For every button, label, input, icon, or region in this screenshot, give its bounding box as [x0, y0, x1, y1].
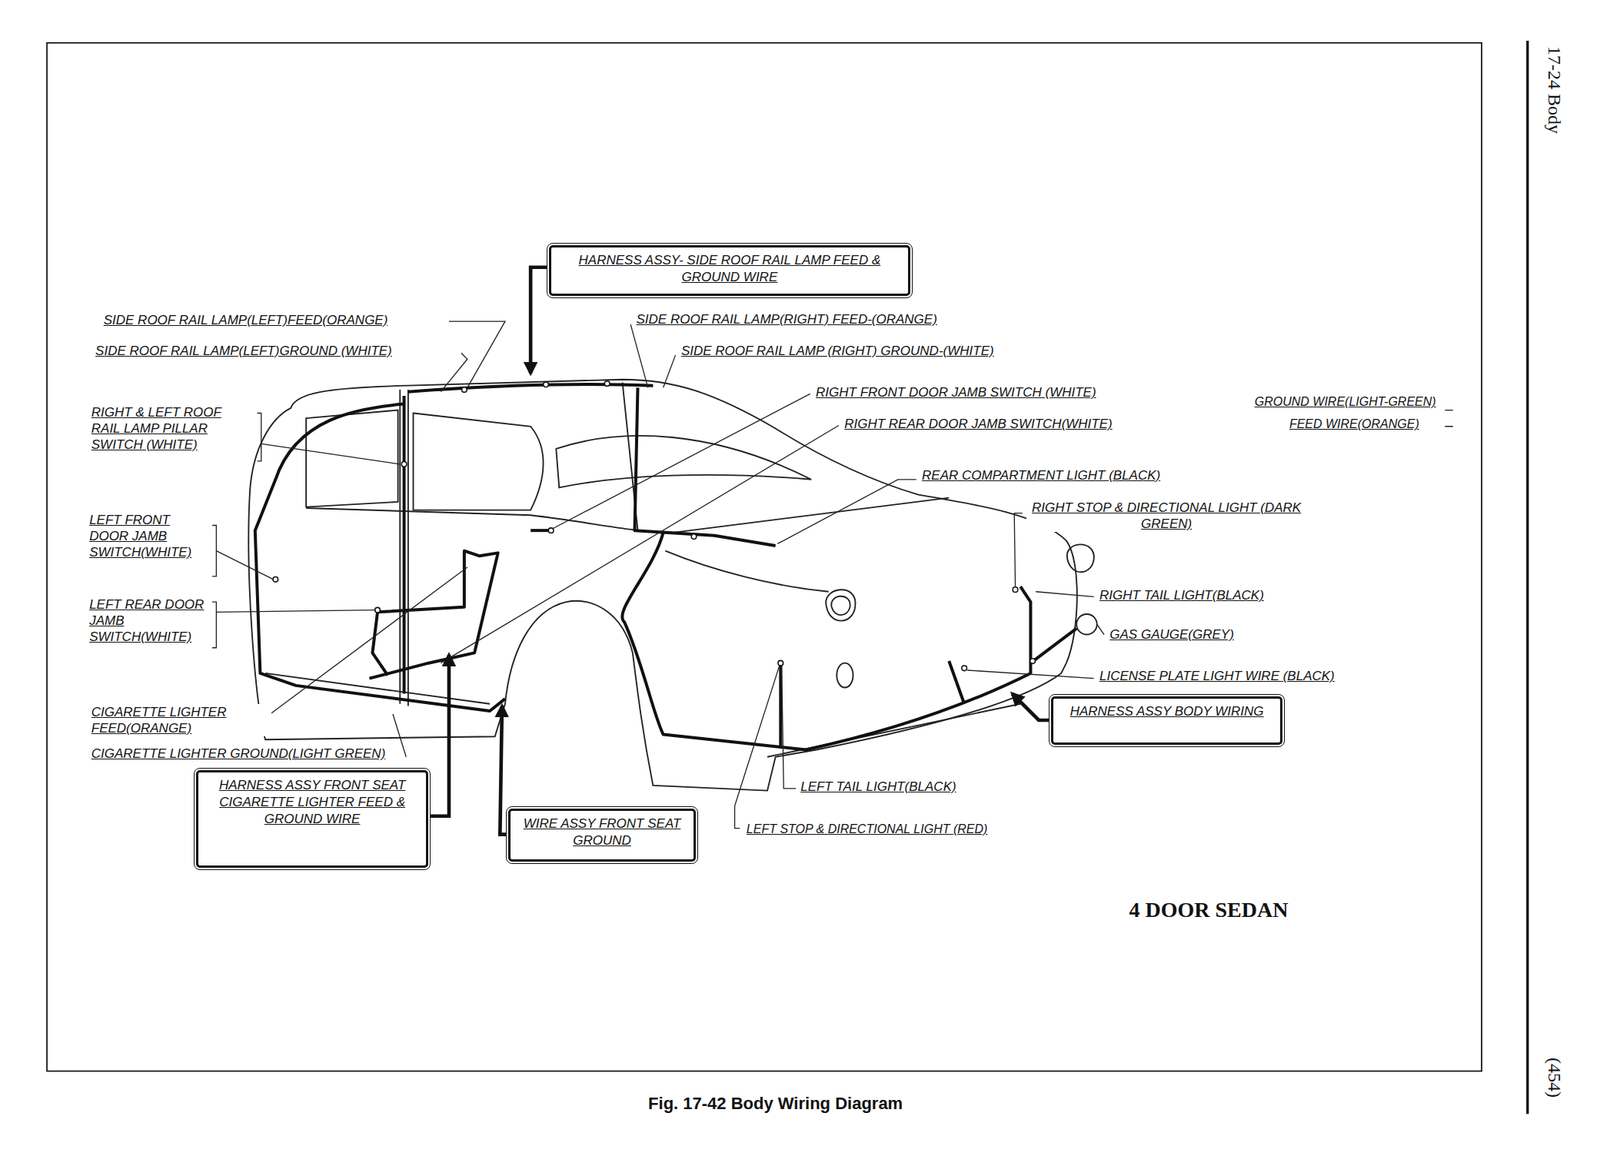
part-label: RIGHT FRONT DOOR JAMB SWITCH (WHITE) — [814, 384, 1098, 401]
wire-connector-dots — [1012, 587, 1018, 593]
wire-connector-dots — [778, 660, 784, 666]
part-label: RIGHT TAIL LIGHT(BLACK) — [1097, 587, 1266, 604]
wire-connector-dots — [961, 665, 968, 672]
leader-line — [1444, 410, 1454, 427]
leader-line — [735, 665, 780, 829]
callout-text: WIRE ASSY FRONT SEAT GROUND — [518, 815, 686, 850]
callout-arrow — [499, 705, 506, 835]
wiring-harness — [255, 404, 506, 712]
leader-line — [1097, 624, 1105, 635]
car-body-outline — [825, 589, 855, 621]
part-label: SIDE ROOF RAIL LAMP (RIGHT) GROUND-(WHIT… — [679, 342, 996, 360]
part-label: LEFT REAR DOOR JAMB SWITCH(WHITE) — [87, 596, 213, 646]
car-body-outline — [555, 435, 812, 488]
leader-line — [781, 665, 797, 789]
page-frame — [1526, 40, 1529, 1115]
leader-line — [630, 324, 649, 388]
figure-caption: Fig. 17-42 Body Wiring Diagram — [648, 1094, 903, 1115]
leader-line — [256, 413, 400, 465]
part-label: REAR COMPARTMENT LIGHT (BLACK) — [920, 467, 1162, 484]
wire-connector-dots — [548, 528, 554, 534]
wiring-harness — [634, 387, 776, 546]
page-frame — [46, 40, 1528, 1115]
car-body-outline — [248, 379, 1077, 792]
wire-connector-dots — [462, 387, 468, 393]
part-label: SIDE ROOF RAIL LAMP(RIGHT) FEED-(ORANGE) — [634, 311, 939, 328]
car-body-outline — [399, 389, 409, 706]
wiring-harness — [408, 384, 654, 393]
page-header: (454) — [1544, 1056, 1565, 1100]
wire-connector-dots — [543, 382, 549, 388]
leader-line — [967, 670, 1095, 679]
car-body-outline — [1067, 544, 1095, 573]
callout-box: HARNESS ASSY FRONT SEAT CIGARETTE LIGHTE… — [196, 770, 430, 869]
callout-text: HARNESS ASSY- SIDE ROOF RAIL LAMP FEED &… — [558, 252, 901, 287]
wiring-harness — [622, 532, 1031, 751]
wire-connector-dots — [604, 381, 610, 387]
car-body-outline — [836, 663, 853, 689]
part-label: LEFT FRONT DOOR JAMB SWITCH(WHITE) — [87, 512, 213, 561]
callout-text: HARNESS ASSY FRONT SEAT CIGARETTE LIGHTE… — [206, 777, 420, 829]
part-label: FEED WIRE(ORANGE) — [1287, 415, 1421, 433]
car-body-outline — [665, 551, 829, 593]
leader-line — [212, 602, 376, 649]
wire-connector-dots — [375, 607, 381, 613]
part-label: RIGHT & LEFT ROOF RAIL LAMP PILLAR SWITC… — [89, 404, 251, 453]
part-label: GAS GAUGE(GREY) — [1107, 626, 1236, 643]
callout-box: WIRE ASSY FRONT SEAT GROUND — [508, 808, 696, 862]
leader-line — [1035, 592, 1095, 598]
car-body-outline — [413, 413, 544, 511]
callout-text: HARNESS ASSY BODY WIRING — [1061, 703, 1273, 721]
callout-box: HARNESS ASSY- SIDE ROOF RAIL LAMP FEED &… — [548, 245, 911, 297]
leader-line — [449, 321, 506, 388]
body-style-title: 4 DOOR SEDAN — [1127, 898, 1291, 923]
callout-box: HARNESS ASSY BODY WIRING — [1051, 696, 1283, 745]
leader-line — [212, 525, 274, 580]
leader-line — [1014, 513, 1023, 588]
part-label: RIGHT STOP & DIRECTIONAL LIGHT (DARK GRE… — [1026, 499, 1307, 533]
leader-line — [663, 355, 676, 388]
page-frame — [46, 43, 1482, 1072]
wire-connector-dots — [691, 534, 697, 540]
leader-line — [440, 425, 839, 663]
car-body-outline — [248, 379, 1097, 792]
part-label: CIGARETTE LIGHTER GROUND(LIGHT GREEN) — [89, 745, 388, 762]
part-label: LICENSE PLATE LIGHT WIRE (BLACK) — [1097, 668, 1337, 685]
part-label: LEFT STOP & DIRECTIONAL LIGHT (RED) — [745, 821, 990, 838]
wiring-harness — [1030, 628, 1077, 664]
callout-arrow — [530, 267, 547, 374]
leader-line — [777, 479, 916, 545]
part-label: GROUND WIRE(LIGHT-GREEN) — [1253, 393, 1438, 410]
page-header: 17-24 Body — [1544, 44, 1565, 136]
wiring-harness — [402, 395, 406, 695]
part-label: SIDE ROOF RAIL LAMP(LEFT)GROUND (WHITE) — [93, 342, 394, 360]
car-body-outline — [831, 596, 850, 616]
wiring-harness — [255, 384, 1077, 751]
car-body-outline — [1076, 614, 1098, 636]
leader-line — [440, 352, 468, 392]
leader-line — [392, 714, 406, 758]
part-label: CIGARETTE LIGHTER FEED(ORANGE) — [89, 704, 272, 737]
callout-arrow — [430, 655, 450, 817]
wiring-harness — [369, 551, 498, 679]
wire-connector-dots — [1030, 658, 1036, 665]
leader-line — [267, 567, 468, 717]
part-label: RIGHT REAR DOOR JAMB SWITCH(WHITE) — [842, 415, 1114, 433]
callout-arrow — [1012, 693, 1050, 721]
part-label: LEFT TAIL LIGHT(BLACK) — [798, 778, 958, 796]
wire-connector-dots — [401, 462, 407, 468]
callout-arrow — [430, 267, 1049, 835]
part-label: SIDE ROOF RAIL LAMP(LEFT)FEED(ORANGE) — [102, 312, 390, 329]
leader-line — [552, 393, 810, 529]
leader-line — [212, 321, 1454, 829]
wire-connector-dots — [272, 577, 279, 583]
car-body-outline — [265, 673, 490, 705]
